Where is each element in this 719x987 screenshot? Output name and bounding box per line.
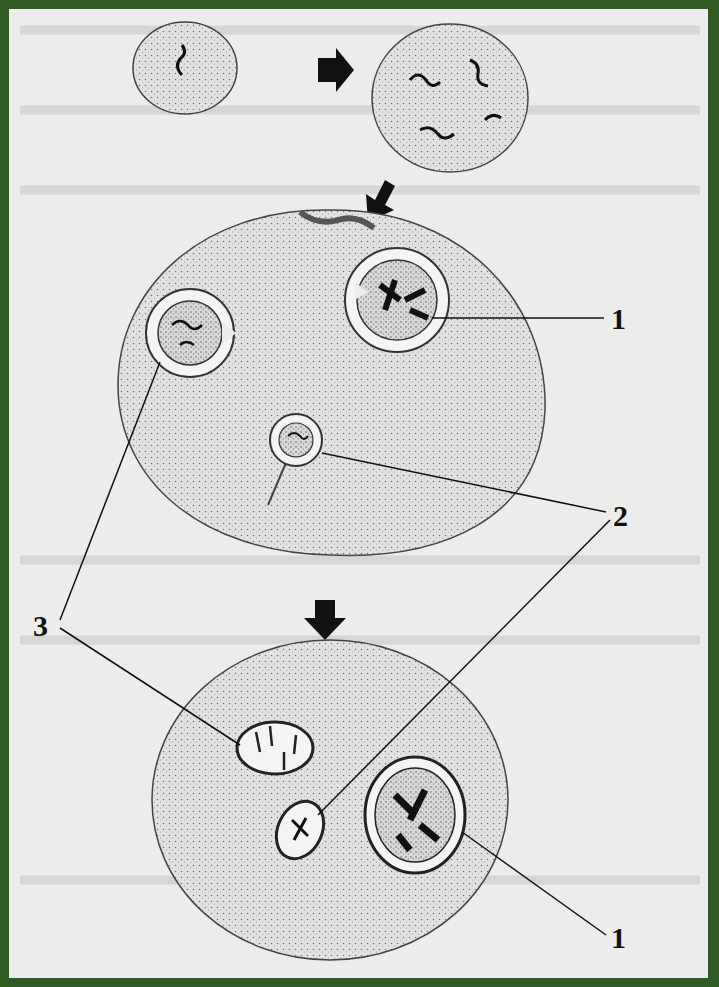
callout-number: 2 — [610, 500, 631, 532]
callout-number: 1 — [608, 303, 629, 335]
callout-number: 3 — [30, 610, 51, 642]
callout-number: 1 — [608, 922, 629, 954]
